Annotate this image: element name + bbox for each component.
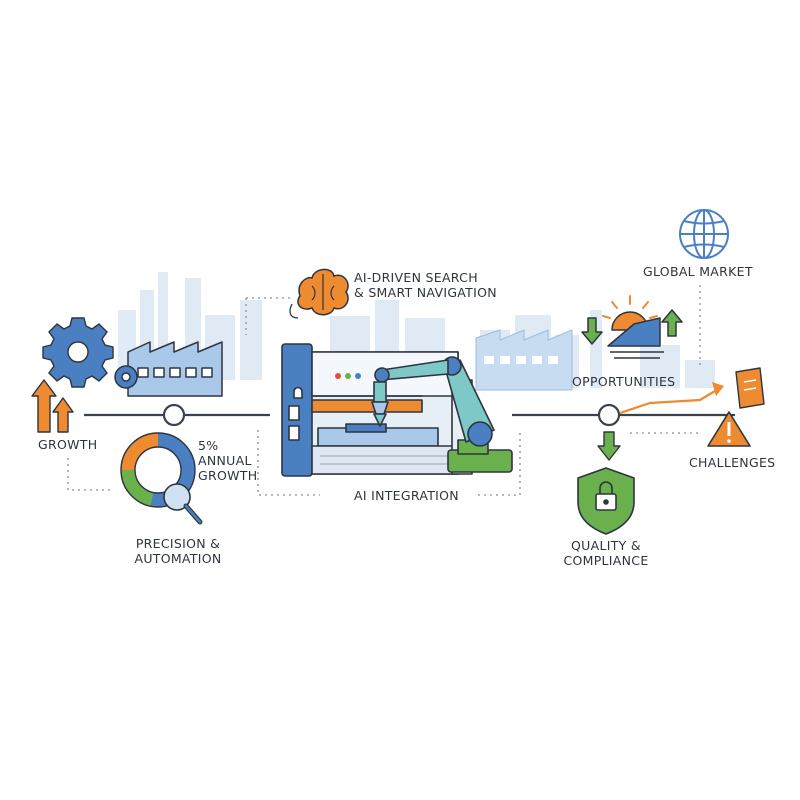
growth-label: GROWTH — [38, 437, 98, 452]
down-arrow-icon — [597, 431, 621, 461]
quality-compliance-label: QUALITY & COMPLIANCE — [563, 538, 649, 568]
timeline-node-left — [162, 403, 186, 427]
annual-growth-label: 5% ANNUAL GROWTH — [198, 438, 258, 483]
donut-chart-icon — [120, 432, 196, 508]
warning-icon — [707, 411, 751, 447]
growth-arrows-icon — [31, 379, 74, 433]
shield-lock-icon — [577, 467, 635, 535]
trend-arrow — [619, 382, 724, 415]
opportunities-label: OPPORTUNITIES — [572, 374, 676, 389]
global-market-label: GLOBAL MARKET — [643, 264, 753, 279]
ai-search-label: AI-DRIVEN SEARCH & SMART NAVIGATION — [354, 270, 497, 300]
globe-icon — [679, 209, 729, 259]
precision-automation-label: PRECISION & AUTOMATION — [134, 536, 222, 566]
gear-icon — [42, 317, 114, 388]
brain-icon — [289, 268, 349, 319]
chart-note-icon — [735, 367, 765, 409]
robot-arm-icon — [371, 356, 513, 473]
ai-integration-label: AI INTEGRATION — [354, 488, 459, 503]
sunrise-icon — [581, 295, 683, 359]
dotted-connectors — [67, 285, 701, 496]
magnifier-icon — [163, 483, 203, 525]
challenges-label: CHALLENGES — [689, 455, 776, 470]
factory-icon — [114, 341, 223, 397]
timeline-node-right — [597, 403, 621, 427]
factory-background-right — [475, 329, 573, 391]
